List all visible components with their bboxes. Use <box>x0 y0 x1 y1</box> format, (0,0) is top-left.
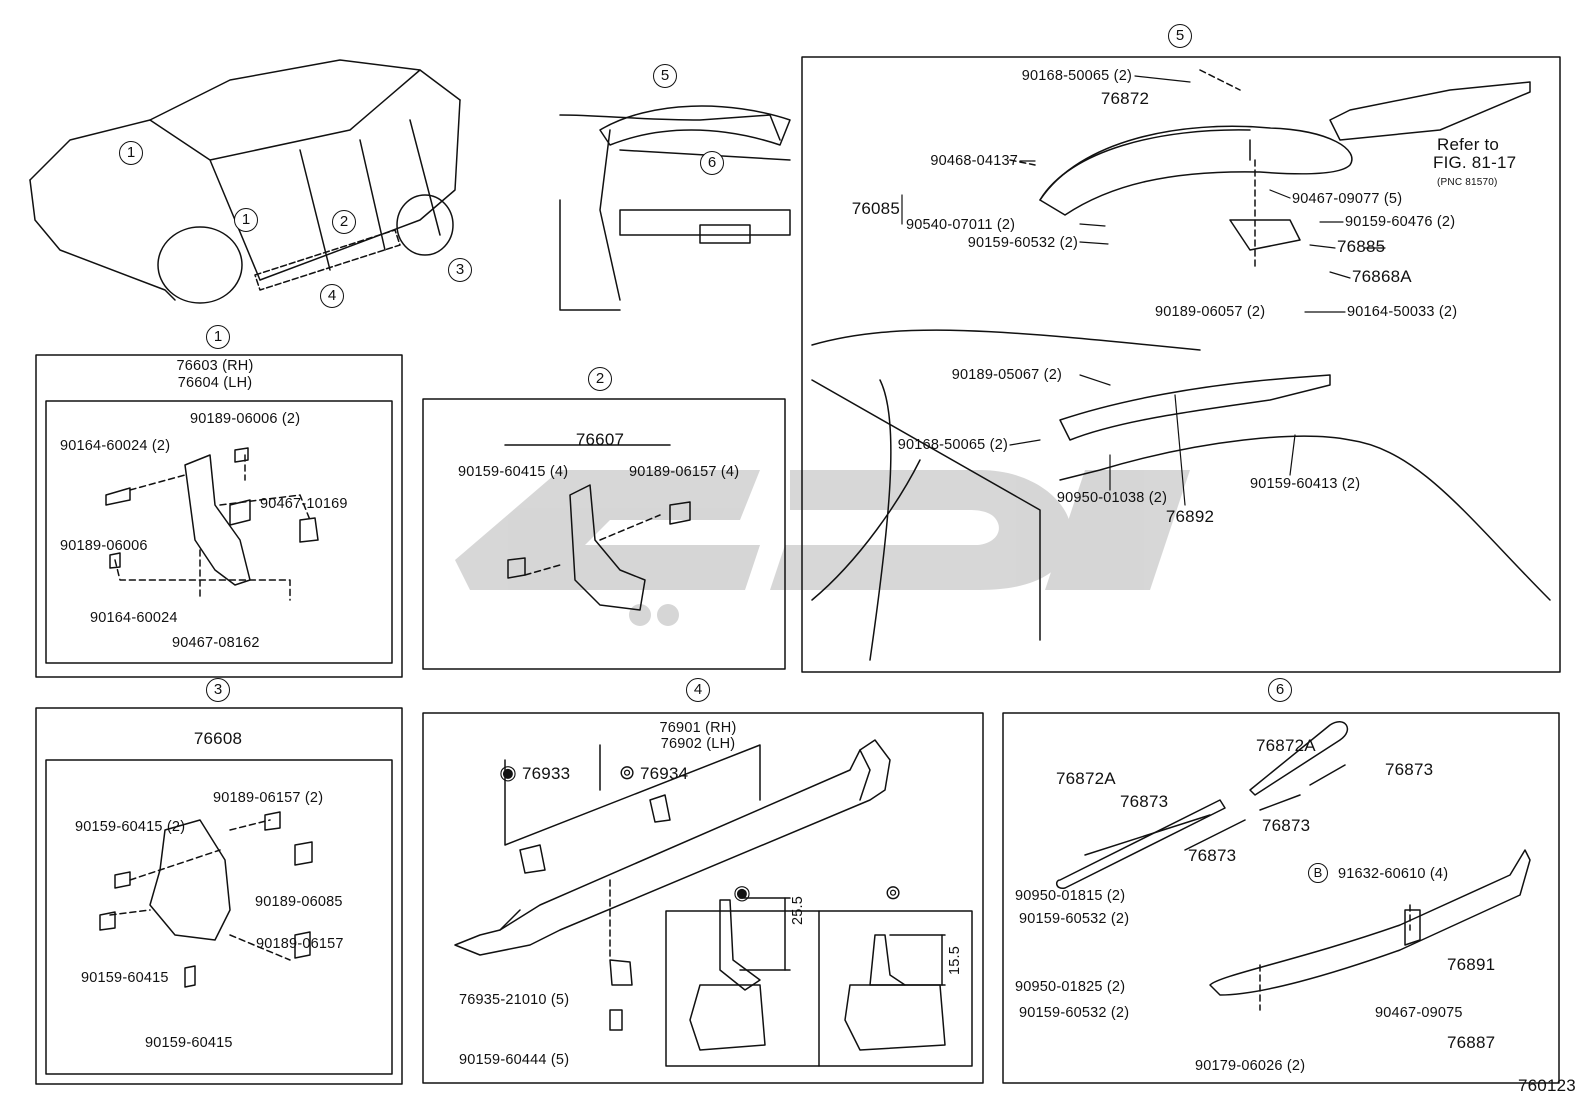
callout-1-car: 1 <box>119 141 143 165</box>
part-label: 76873 <box>1188 846 1237 865</box>
panel1-mudguard-drawing <box>105 447 319 601</box>
part-label: 90159-60532 (2) <box>1019 1005 1130 1021</box>
dimension-label: 25.5 <box>790 895 806 925</box>
part-label: 90189-06085 <box>255 894 343 910</box>
triangle-marker: ⊚ <box>884 882 902 904</box>
part-label: 90467-09075 <box>1375 1005 1463 1021</box>
part-label: 90159-60415 <box>145 1035 233 1051</box>
panel2-mudguard-drawing <box>504 444 691 611</box>
part-label: 90189-06157 (2) <box>213 790 324 806</box>
part-label: 76607 <box>575 430 625 449</box>
panel-frames <box>35 56 1561 1085</box>
part-label: 90159-60413 (2) <box>1250 476 1361 492</box>
part-label: 76872A <box>1056 769 1116 788</box>
panel-5-header: 5 <box>1168 24 1192 48</box>
part-label: 90159-60415 (4) <box>458 464 569 480</box>
part-label: 76872A <box>1256 736 1316 755</box>
part-label: 76934 <box>640 764 689 783</box>
part-label: 90168-50065 (2) <box>897 437 1008 453</box>
part-label: 90159-60415 <box>81 970 169 986</box>
part-label: 90950-01038 (2) <box>1056 490 1168 506</box>
panel-1-header: 1 <box>206 325 230 349</box>
part-label: 76887 <box>1447 1033 1496 1052</box>
part-label: 90950-01815 (2) <box>1015 888 1126 904</box>
panel-2-header: 2 <box>588 367 612 391</box>
part-label: 90189-06006 <box>60 538 148 554</box>
figure-id: 760123 <box>1518 1076 1576 1095</box>
part-label: 90164-60024 (2) <box>60 438 171 454</box>
panel-3-header: 3 <box>206 678 230 702</box>
refer-text: FIG. 81-17 <box>1433 153 1517 172</box>
panel4-sill-drawing <box>454 739 946 1051</box>
part-label: 76604 (LH) <box>177 375 253 391</box>
callout-6-car: 6 <box>700 151 724 175</box>
part-label: 76935-21010 (5) <box>459 992 570 1008</box>
callout-5-car: 5 <box>653 64 677 88</box>
part-label: 76873 <box>1262 816 1311 835</box>
part-label: 90159-60415 (2) <box>75 819 186 835</box>
part-label: 90159-60532 (2) <box>967 235 1078 251</box>
dot-circle-marker: ◉ <box>733 882 751 904</box>
part-label: 90189-06157 (4) <box>629 464 740 480</box>
panel-4-header: 4 <box>686 678 710 702</box>
triangle-marker: ⊚ <box>618 762 636 784</box>
part-label: 90540-07011 (2) <box>906 217 1016 233</box>
part-label: 91632-60610 (4) <box>1338 866 1449 882</box>
panel3-mudguard-drawing <box>99 811 313 988</box>
part-label: 90189-05067 (2) <box>951 367 1062 383</box>
part-label: 76891 <box>1447 955 1496 974</box>
dimension-label: 15.5 <box>947 945 963 975</box>
part-label: 90168-50065 (2) <box>1021 68 1132 84</box>
b-marker: B <box>1308 863 1328 883</box>
part-label: 90189-06157 <box>256 936 344 952</box>
dot-circle-marker: ◉ <box>499 762 517 784</box>
part-label: 90189-06006 (2) <box>190 411 301 427</box>
part-label: 76868A <box>1352 267 1412 286</box>
refer-text: Refer to <box>1437 135 1500 154</box>
refer-pnc: (PNC 81570) <box>1437 177 1498 188</box>
part-label: 76933 <box>522 764 571 783</box>
part-label: 90467-08162 <box>172 635 260 651</box>
part-label: 90950-01825 (2) <box>1015 979 1126 995</box>
part-label: 76603 (RH) <box>176 358 254 374</box>
panel6-molding-drawing <box>1056 720 1531 1011</box>
part-label: 76873 <box>1120 792 1169 811</box>
part-label: 76892 <box>1165 507 1215 526</box>
part-label: 76872 <box>1100 89 1150 108</box>
callout-3-car: 3 <box>448 258 472 282</box>
part-label: 90159-60532 (2) <box>1019 911 1130 927</box>
callout-1-car-b: 1 <box>234 208 258 232</box>
callout-4-car: 4 <box>320 284 344 308</box>
leader-lines <box>901 75 1386 506</box>
part-label: 76901 (RH) <box>659 720 737 736</box>
car-overview-drawing <box>29 59 791 311</box>
part-label: 90159-60476 (2) <box>1345 214 1456 230</box>
watermark-logo <box>455 470 1190 626</box>
part-label: 76902 (LH) <box>660 736 736 752</box>
part-label: 76873 <box>1385 760 1434 779</box>
part-label: 90159-60444 (5) <box>459 1052 570 1068</box>
part-label: 90189-06057 (2) <box>1155 304 1266 320</box>
part-label: 76608 <box>193 729 243 748</box>
part-label: 76085 <box>851 199 900 218</box>
part-label: 90467-10169 <box>260 496 348 512</box>
part-label: 90468-04137 <box>930 153 1018 169</box>
part-label: 90179-06026 (2) <box>1195 1058 1306 1074</box>
part-label: 90164-60024 <box>90 610 178 626</box>
part-label: 76885 <box>1337 237 1386 256</box>
part-label: 90467-09077 (5) <box>1292 191 1403 207</box>
part-label: 90164-50033 (2) <box>1347 304 1458 320</box>
callout-2-car: 2 <box>332 210 356 234</box>
panel-6-header: 6 <box>1268 678 1292 702</box>
